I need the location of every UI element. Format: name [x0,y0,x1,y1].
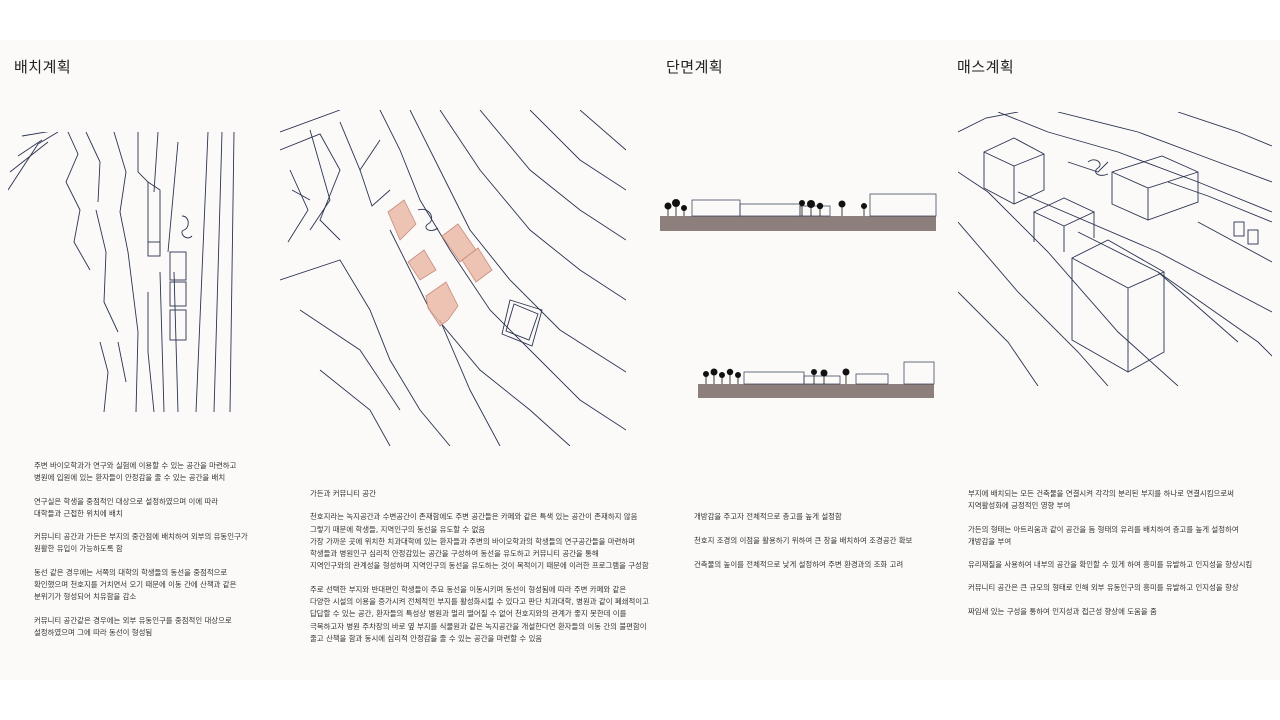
col2-line: 줄고 산책을 함과 동시에 심리적 안정감을 줄 수 있는 공간을 마련할 수 … [310,633,543,643]
col2-line: 다양한 시설의 이용을 증가시켜 전체적인 부지를 활성화시킬 수 있다고 판단… [310,597,649,607]
col3-line: 천호지 조경의 이점을 활용하기 위하여 큰 창을 배치하여 조경공간 확보 [694,536,913,545]
col1-line: 커뮤니티 공간같은 경우에는 외부 유동인구를 중점적인 대상으로 [34,615,232,625]
col1-line: 분위기가 형성되어 치유함을 감소 [34,592,137,602]
col1-line: 원활한 유입이 가능하도록 함 [34,544,123,554]
col1-line: 커뮤니티 공간과 가든은 부지의 중간점에 배치하여 외부의 유동인구가 [34,532,248,542]
col2-line: 가장 가까운 곳에 위치한 치과대학에 있는 환자들과 주변의 바이오학과의 학… [310,536,636,546]
col4-line: 커뮤니티 공간은 큰 규모의 형태로 인해 외부 유동인구의 흥미를 유발하고 … [968,583,1239,593]
layout-plan-description: 주변 바이오학과가 연구와 실험에 이용할 수 있는 공간을 마련하고 병원에 … [34,460,248,639]
col4-line: 짜임새 있는 구성을 통하여 인지성과 접근성 향상에 도움을 줌 [968,606,1157,616]
col4-line: 개방감을 부여 [968,536,1012,546]
col2-line: 가든과 커뮤니티 공간 [310,489,376,498]
col2-line: 주로 선택한 부지와 반대편인 학생들이 주요 동선을 이동시키며 동선이 형성… [310,584,627,594]
col3-line: 건축물의 높이를 전체적으로 낮게 설정하여 주변 환경과의 조화 고려 [694,560,904,569]
col2-line: 천호지라는 녹지공간과 수변공간이 존재함에도 주변 공간들은 카페와 같은 특… [310,512,638,522]
presentation-sheet [0,40,1280,680]
col1-line: 대학들과 근접한 위치에 배치 [34,508,123,518]
heading-layout-plan: 배치계획 [14,58,72,76]
mass-perspective-sketch [958,112,1272,386]
col1-line: 병원에 입원에 있는 환자들이 안정감을 줄 수 있는 공간을 배치 [34,473,226,483]
heading-section-plan: 단면계획 [666,58,724,76]
section-plan-description: 개방감을 주고자 전체적으로 층고를 높게 설정함 천호지 조경의 이점을 활용… [694,510,912,571]
col2-line: 답답할 수 있는 공간, 환자들의 특성상 병원과 멀리 떨어질 수 없어 천호… [310,609,627,619]
col2-line: 극복하고자 병원 주차장의 바로 옆 부지를 식물원과 같은 녹지공간을 개설한… [310,621,647,631]
program-layout-sketch [280,110,626,446]
col4-line: 가든의 형태는 아트리움과 같이 공간을 돔 형태의 유리를 배치하여 층고를 … [968,524,1239,534]
program-description: 가든과 커뮤니티 공간 천호지라는 녹지공간과 수변공간이 존재함에도 주변 공… [310,488,649,645]
col1-line: 연구실은 학생을 중점적인 대상으로 설정하였으며 이에 따라 [34,496,219,506]
col2-line: 지역인구와의 관계성을 형성하며 지역인구의 동선을 유도하는 것이 목적이기 … [310,561,649,571]
section-drawings [660,193,937,398]
section-a [660,193,937,231]
col1-line: 주변 바이오학과가 연구와 실험에 이용할 수 있는 공간을 마련하고 [34,461,237,470]
heading-mass-plan: 매스계획 [957,58,1015,76]
site-plan-sketch [8,132,235,412]
col3-line: 개방감을 주고자 전체적으로 층고를 높게 설정함 [694,512,842,521]
section-b [698,361,935,398]
col1-line: 동선 같은 경우에는 서쪽의 대학의 학생들의 동선을 중점적으로 [34,567,228,577]
col4-line: 지역활성화에 긍정적인 영향 부여 [968,501,1071,511]
volume-garden [407,249,437,281]
volume-lab-b [461,247,493,283]
col1-line: 확인했으며 천호지를 거치면서 오기 때문에 이동 간에 산책과 같은 [34,580,237,590]
col2-line: 그렇기 때문에 학생들, 지역인구의 동선을 유도할 수 없음 [310,524,486,534]
volume-research [387,199,417,241]
mass-plan-description: 부지에 배치되는 모든 건축물을 연결시켜 각각의 분리된 부지를 하나로 연결… [968,488,1252,618]
col1-line: 설정하였으며 그에 따라 동선이 형성됨 [34,627,153,637]
volume-community [425,281,459,327]
col2-line: 학생들과 병원인구 심리적 안정감있는 공간을 구성하여 동선을 유도하고 커뮤… [310,549,599,559]
col4-line: 유리재질을 사용하여 내부의 공간을 확인할 수 있게 하여 흥미를 유발하고 … [968,560,1253,570]
col4-line: 부지에 배치되는 모든 건축물을 연결시켜 각각의 분리된 부지를 하나로 연결… [968,489,1234,498]
